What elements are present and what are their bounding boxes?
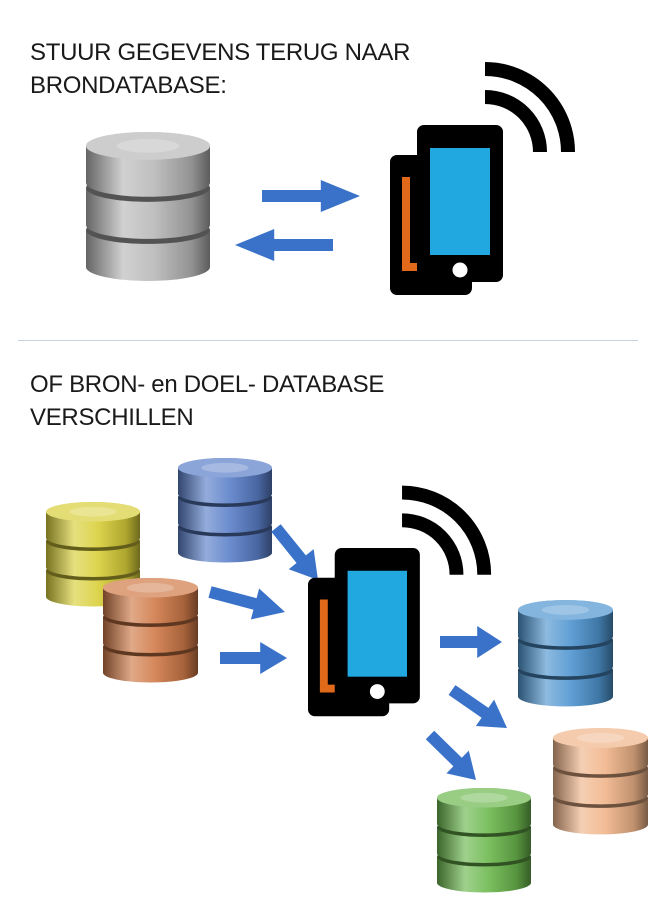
phone-screen	[430, 148, 490, 255]
wifi-signal-icon	[484, 62, 575, 153]
phone-button	[452, 262, 468, 278]
database-source-icon	[86, 132, 210, 281]
arrow-blue-to-phone	[271, 524, 319, 581]
database-target-green-icon	[437, 788, 531, 893]
bottom-heading-line2: VERSCHILLEN	[30, 404, 194, 431]
mobile-device-icon-2	[308, 485, 492, 717]
mobile-device-icon	[390, 62, 575, 295]
arrow-orange-top-to-phone	[208, 586, 285, 620]
database-orange-icon	[103, 578, 198, 683]
arrow-phone-to-peach	[448, 685, 507, 729]
database-target-peach-icon	[553, 728, 648, 835]
phone-button	[369, 684, 385, 699]
arrow-to-phone	[262, 180, 360, 212]
phone-screen	[347, 570, 407, 677]
top-heading-line2: BRONDATABASE:	[30, 72, 227, 99]
wifi-signal-icon	[401, 485, 492, 576]
database-yellow-icon	[46, 502, 140, 607]
database-blue-icon	[177, 458, 272, 563]
arrow-phone-to-green	[425, 730, 476, 781]
top-heading-line1: STUUR GEGEVENS TERUG NAAR	[30, 39, 411, 66]
database-target-blue-icon	[518, 600, 613, 707]
top-heading: STUUR GEGEVENS TERUG NAAR BRONDATABASE:	[30, 36, 410, 102]
bottom-heading-line1: OF BRON- en DOEL- DATABASE	[30, 371, 385, 398]
bottom-heading: OF BRON- en DOEL- DATABASE VERSCHILLEN	[30, 368, 384, 434]
arrow-orange-bottom-to-phone	[220, 642, 287, 674]
arrow-phone-to-lightblue	[440, 626, 502, 658]
section-divider	[18, 340, 638, 341]
arrow-to-database	[235, 229, 333, 261]
